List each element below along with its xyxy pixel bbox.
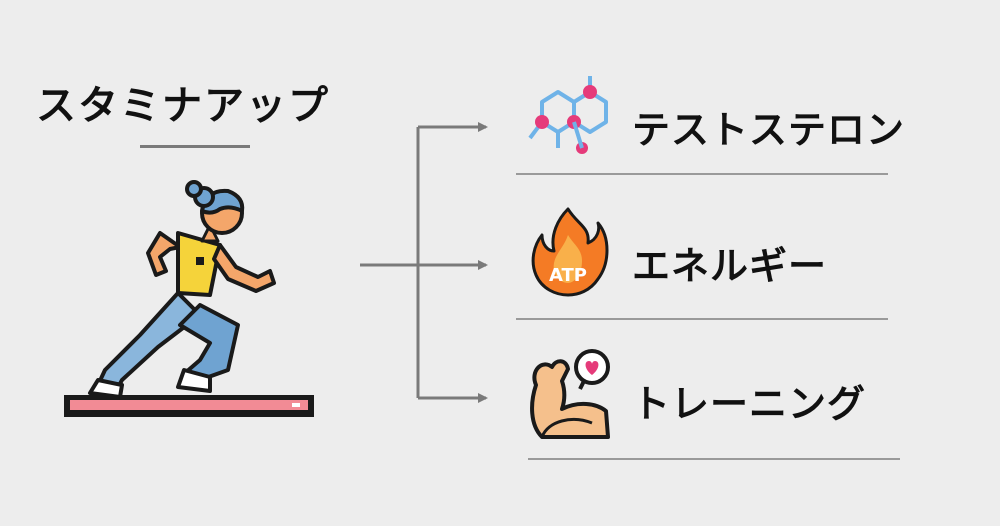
item-label-testosterone: テストステロン	[632, 108, 906, 152]
molecule-icon	[528, 76, 608, 154]
item-label-energy: エネルギー	[632, 244, 828, 288]
runner-icon	[64, 180, 314, 417]
diagram-title: スタミナアップ	[36, 83, 330, 129]
atp-label: ATP	[549, 265, 587, 286]
item-separator-2	[516, 318, 888, 320]
atp-flame-icon: ATP	[531, 207, 609, 297]
item-separator-1	[516, 173, 888, 175]
title-underline	[140, 145, 250, 148]
item-label-training: トレーニング	[632, 382, 867, 426]
item-separator-3	[528, 458, 900, 460]
flexed-arm-heart-icon	[530, 349, 610, 439]
